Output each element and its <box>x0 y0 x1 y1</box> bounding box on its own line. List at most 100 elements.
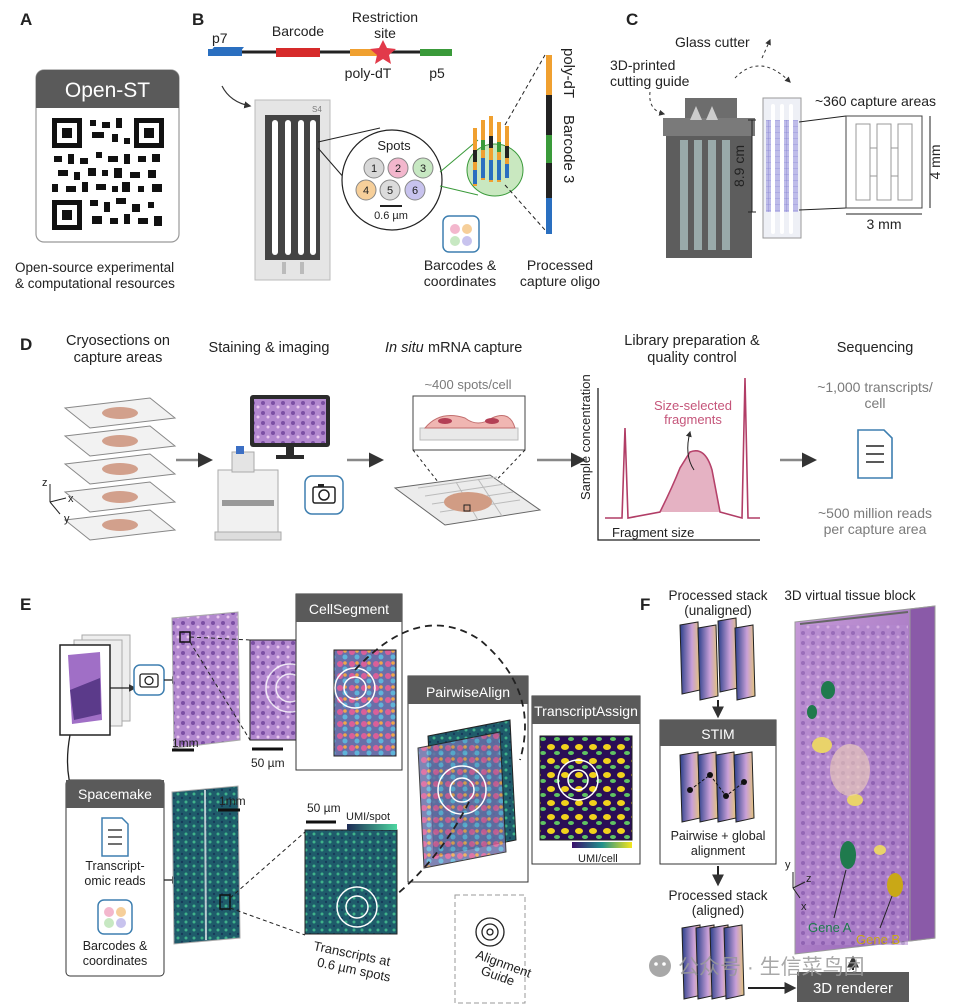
qr-code-icon[interactable] <box>52 118 164 230</box>
area-side-label: 4 mm <box>927 145 943 180</box>
unaligned-stack <box>679 617 756 701</box>
strip-height-label: 8.9 cm <box>731 145 747 187</box>
barcodes-label-2: coordinates <box>424 273 496 289</box>
oligo-to-chip-arrow <box>221 85 252 109</box>
reads-per-area-1: ~500 million reads <box>818 505 932 521</box>
pairwise-label-1: Pairwise + global <box>671 829 766 843</box>
umi-scale-50um: 50 µm <box>307 801 341 815</box>
step4-label-2: quality control <box>647 350 736 366</box>
panel-b: B p7 Barcode Restriction site poly-dT p5 <box>192 9 600 289</box>
panel-a-caption-1: Open-source experimental <box>15 260 174 275</box>
gene-a-blob <box>840 841 856 869</box>
stim-box <box>659 719 777 865</box>
3d-renderer-box <box>797 972 909 1002</box>
spot-label-6: 6 <box>412 185 418 197</box>
oligo-restriction-label-2: site <box>374 25 396 41</box>
unaligned-label-1: Processed stack <box>668 588 767 603</box>
reads-per-area-2: per capture area <box>824 521 927 537</box>
area-width-label: 3 mm <box>867 216 902 232</box>
chip-tag: S4 <box>312 105 322 114</box>
step3-label-rest: mRNA capture <box>428 340 522 356</box>
block-axes-icon <box>792 872 806 899</box>
block-axis-y: y <box>785 859 791 871</box>
barcode-segment <box>276 48 320 57</box>
capture-chip <box>254 99 331 281</box>
watermark-text: 公众号 · 生信菜鸟团 <box>678 956 865 979</box>
panel-e: E 1mm 50 µm <box>20 593 641 1004</box>
watermark: 公众号 · 生信菜鸟团 <box>649 955 865 979</box>
spacemake-box <box>65 779 165 977</box>
block-axis-x: x <box>801 901 807 913</box>
cutting-guide-label-1: 3D-printed <box>610 57 675 73</box>
cellsegment-box <box>295 593 403 771</box>
alignment-guide <box>454 894 526 1004</box>
oligo-polydt-label: poly-dT <box>345 65 392 81</box>
oligo-bristles <box>473 116 509 186</box>
imaging-camera-icon <box>133 664 165 696</box>
umi-zoom-image <box>304 829 398 935</box>
open-st-title: Open-ST <box>65 79 150 102</box>
processed-label-1: Processed <box>527 257 593 273</box>
spot-5 <box>379 179 401 201</box>
spacemake-label: Spacemake <box>78 786 152 802</box>
block-axis-z: z <box>806 873 812 885</box>
mrna-capture-diagram <box>393 395 542 526</box>
spacemake-barcodes-2: coordinates <box>83 954 148 968</box>
gene-b-blob <box>887 873 903 897</box>
gene-a-label: Gene A <box>808 920 852 935</box>
oligo-p7-label: p7 <box>212 30 228 46</box>
spot-2 <box>387 157 409 179</box>
3d-renderer-label: 3D renderer <box>813 980 893 997</box>
spot-label-2: 2 <box>395 163 401 175</box>
transcriptassign-label: TranscriptAssign <box>534 703 638 719</box>
barcodes-label-1: Barcodes & <box>424 257 497 273</box>
umi-scale-1mm: 1mm <box>219 794 246 808</box>
slide-strip <box>762 97 802 239</box>
panel-label-c: C <box>626 10 638 29</box>
reads-label-1: Transcript- <box>85 859 144 873</box>
document-icon <box>857 429 893 479</box>
step1-label-2: capture areas <box>74 350 163 366</box>
spacemake-barcodes-1: Barcodes & <box>83 939 148 953</box>
transcriptassign-box <box>531 695 641 865</box>
oligo-barcode-label: Barcode <box>272 23 324 39</box>
step1-label-1: Cryosections on <box>66 333 170 349</box>
step2-label: Staining & imaging <box>209 340 330 356</box>
strand-polydt-label: poly-dT <box>560 48 577 98</box>
panel-d: D Cryosections on capture areas z x y St… <box>20 333 933 541</box>
chart-xlabel: Fragment size <box>612 525 694 540</box>
aligned-label-2: (aligned) <box>692 903 745 918</box>
microscope-monitor <box>214 395 330 541</box>
camera-icon <box>304 475 344 515</box>
gene-b-label: Gene B <box>856 932 900 947</box>
he-scale-50um: 50 µm <box>251 756 285 770</box>
oligo-restriction-label-1: Restriction <box>352 9 418 25</box>
umi-spot-colorbar <box>347 824 397 830</box>
transcripts-per-cell-1: ~1,000 transcripts/ <box>817 379 933 395</box>
spot-label-5: 5 <box>387 185 393 197</box>
transcripts-per-cell-2: cell <box>864 395 885 411</box>
capture-area-zoom <box>845 115 923 209</box>
oligo-diagram <box>208 40 452 64</box>
panel-f: F Processed stack (unaligned) STIM Pairw… <box>640 588 936 1002</box>
axis-x: x <box>68 493 74 505</box>
polydt-segment <box>350 49 380 56</box>
xyz-axes-icon <box>49 484 67 515</box>
reads-label-2: omic reads <box>84 874 145 888</box>
section-stack <box>59 634 131 736</box>
capture-area-grid <box>855 123 913 201</box>
cellsegment-label: CellSegment <box>309 601 389 617</box>
size-selected-label-1: Size-selected <box>654 398 732 413</box>
panel-label-a: A <box>20 10 32 29</box>
spots-scale: 0.6 µm <box>374 210 408 222</box>
pairwise-label-2: alignment <box>691 844 746 858</box>
panel-a: A Open-ST <box>15 10 180 291</box>
restriction-site-star-icon <box>370 40 396 64</box>
spot-label-1: 1 <box>371 163 377 175</box>
strand-barcode-label: Barcode 3 <box>560 115 577 183</box>
panel-label-e: E <box>20 595 31 614</box>
spot-label-4: 4 <box>363 185 369 197</box>
3d-tissue-block <box>794 605 936 955</box>
capture-areas-label: ~360 capture areas <box>815 93 936 109</box>
